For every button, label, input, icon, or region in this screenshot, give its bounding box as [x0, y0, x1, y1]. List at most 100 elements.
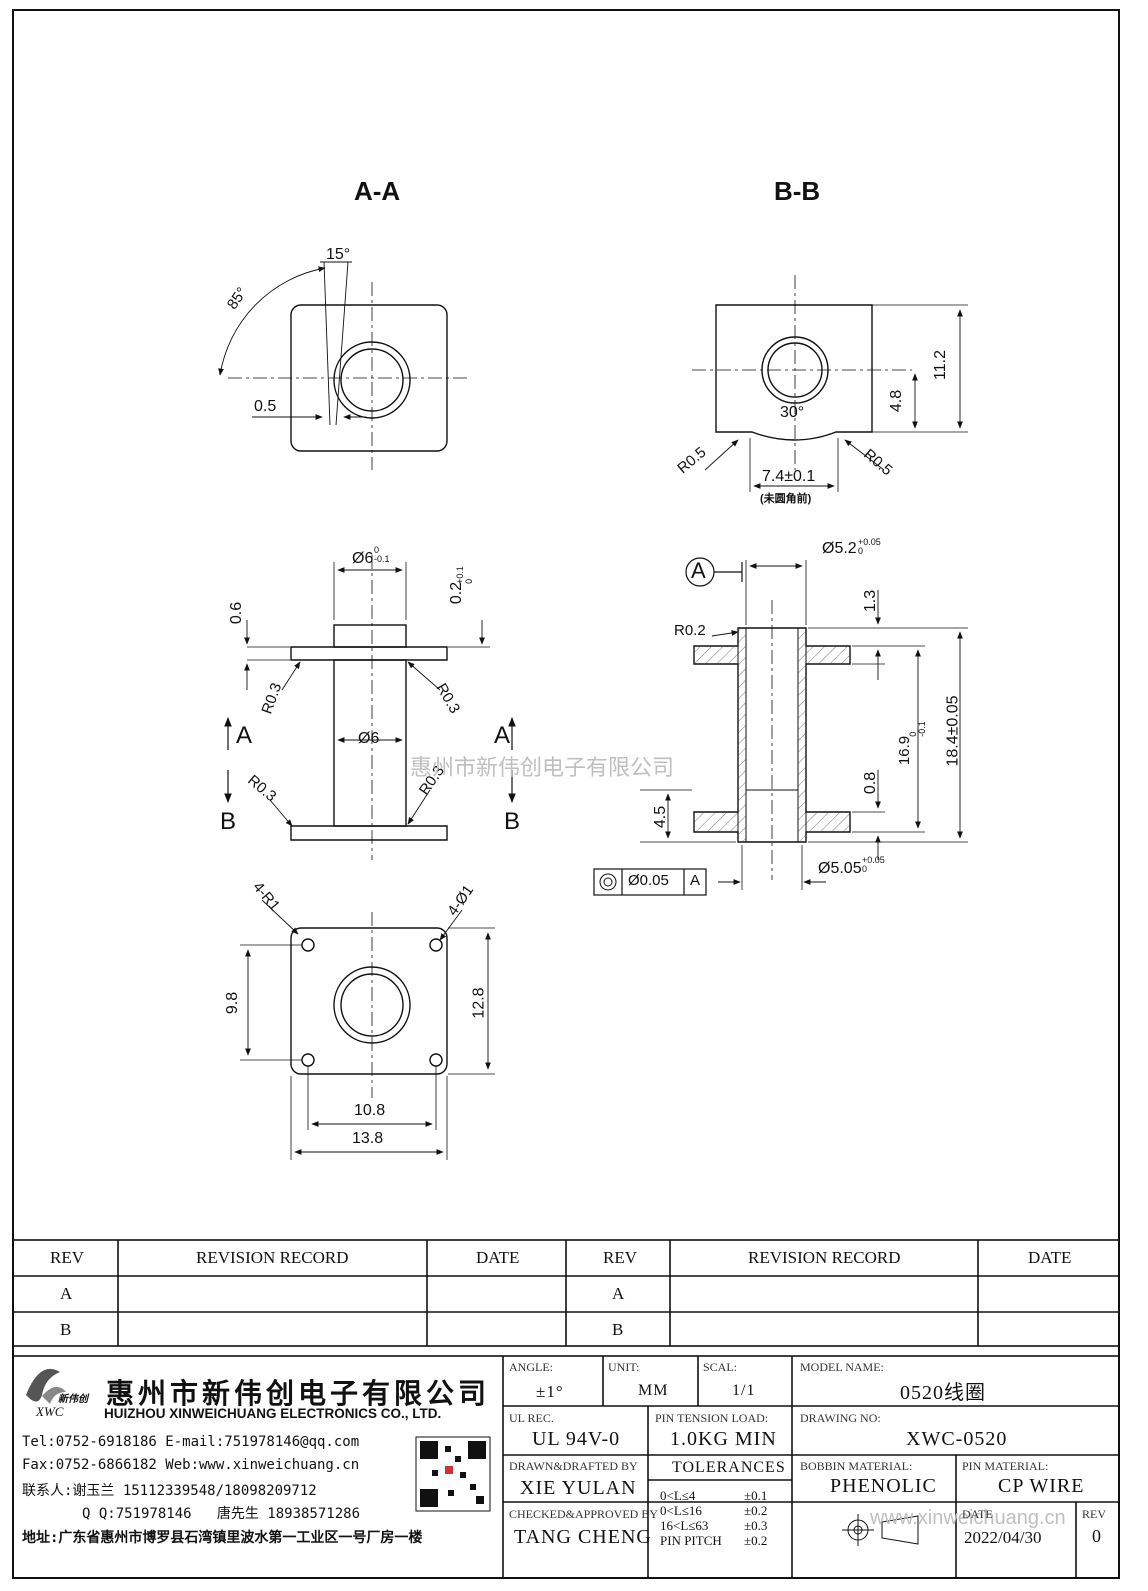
tol-range-2: 0<L≤16 — [660, 1503, 702, 1518]
date-header-1: DATE — [476, 1248, 520, 1267]
dim-dia-52-tolerance: +0.05 0 — [858, 537, 881, 556]
dim-height-13: 1.3 — [862, 589, 880, 613]
unit-value: MM — [638, 1382, 669, 1399]
ul-value: UL 94V-0 — [532, 1428, 621, 1450]
front-view — [224, 555, 516, 860]
company-qq: Q Q:751978146 唐先生 18938571286 — [82, 1506, 361, 1522]
dim-pitch-108: 10.8 — [354, 1102, 386, 1119]
dim-dia-505: Ø5.05 — [818, 860, 862, 877]
pin-material-value: CP WIRE — [998, 1475, 1085, 1497]
fcf-tolerance: Ø0.05 — [628, 872, 669, 889]
dim-width-138: 13.8 — [352, 1130, 384, 1147]
section-marker-a-right: A — [494, 722, 511, 749]
company-fax-web: Fax:0752-6866182 Web:www.xinweichuang.cn — [22, 1457, 360, 1473]
checked-by-label: CHECKED&APPROVED BY — [509, 1507, 659, 1521]
tol-value-1: ±0.1 — [744, 1488, 768, 1503]
title-block-grid — [12, 1355, 1120, 1579]
dim-height-184: 18.4±0.05 — [944, 695, 962, 767]
rev-row-a-right: A — [612, 1284, 625, 1303]
section-marker-a-left: A — [236, 722, 253, 749]
dim-angle-30: 30° — [780, 404, 805, 421]
watermark-center: 惠州市新伟创电子有限公司 — [410, 755, 675, 780]
dim-height-112: 11.2 — [931, 350, 949, 380]
dim-dia-52: Ø5.2 — [822, 540, 857, 557]
bb-top-view — [692, 275, 968, 492]
date-label: DATE — [962, 1507, 993, 1521]
tol-range-3: 16<L≤63 — [660, 1518, 709, 1533]
bobbin-material-value: PHENOLIC — [830, 1475, 937, 1497]
model-name-value: 0520线圈 — [900, 1382, 986, 1404]
drawing-no-value: XWC-0520 — [906, 1428, 1008, 1450]
section-view — [593, 557, 968, 896]
company-name-en: HUIZHOU XINWEICHUANG ELECTRONICS CO., LT… — [104, 1406, 442, 1421]
view-title-aa: A-A — [354, 176, 401, 206]
pin-tension-label: PIN TENSION LOAD: — [655, 1411, 769, 1425]
rev-row-a-left: A — [60, 1284, 73, 1303]
rev-label: REV — [1082, 1507, 1106, 1521]
revision-record-header-2: REVISION RECORD — [748, 1248, 901, 1267]
datum-label-a: A — [691, 558, 706, 583]
revision-table-grid — [12, 1239, 1120, 1347]
dim-dia-6-top-tolerance: 0 -0.1 — [374, 545, 390, 564]
tol-value-2: ±0.2 — [744, 1503, 768, 1518]
angle-label: ANGLE: — [509, 1360, 553, 1374]
tol-range-1: 0<L≤4 — [660, 1488, 696, 1503]
drawing-no-label: DRAWING NO: — [800, 1411, 881, 1425]
dim-dia-6-top: Ø6 — [352, 550, 374, 567]
section-marker-b-right: B — [504, 808, 521, 835]
model-name-label: MODEL NAME: — [800, 1360, 884, 1374]
bottom-view — [240, 899, 495, 1160]
checked-by-value: TANG CHENG — [514, 1526, 652, 1548]
company-logo-icon — [26, 1368, 66, 1404]
fcf-datum: A — [690, 872, 701, 889]
logo-name: 新伟创 — [58, 1394, 88, 1405]
tol-value-3: ±0.3 — [744, 1518, 768, 1533]
dim-height-06: 0.6 — [228, 601, 246, 625]
feature-control-frame — [593, 868, 707, 896]
rev-row-b-left: B — [60, 1320, 72, 1339]
company-contact: 联系人:谢玉兰 15112339548/18098209712 — [22, 1483, 317, 1499]
bobbin-material-label: BOBBIN MATERIAL: — [800, 1459, 913, 1473]
rev-header-2: REV — [603, 1248, 637, 1267]
scale-label: SCAL: — [703, 1360, 738, 1374]
date-header-2: DATE — [1028, 1248, 1072, 1267]
date-value: 2022/04/30 — [964, 1528, 1042, 1547]
dim-dia-6: Ø6 — [358, 730, 380, 747]
projection-symbol-icon — [842, 1514, 919, 1546]
section-marker-b-left: B — [220, 808, 237, 835]
scale-value: 1/1 — [732, 1382, 756, 1399]
dim-height-08: 0.8 — [862, 771, 880, 795]
dim-radius-02: R0.2 — [674, 622, 706, 639]
rev-row-b-right: B — [612, 1320, 624, 1339]
dim-dia-505-tolerance: +0.05 0 — [862, 855, 885, 874]
pin-material-label: PIN MATERIAL: — [962, 1459, 1049, 1473]
company-name-cn: 惠州市新伟创电子有限公司 — [106, 1378, 491, 1409]
rev-header-1: REV — [50, 1248, 84, 1267]
tol-range-4: PIN PITCH — [660, 1533, 722, 1548]
tolerances-title: TOLERANCES — [672, 1459, 786, 1476]
dim-width-74: 7.4±0.1 — [762, 468, 816, 485]
aa-top-view — [218, 261, 470, 470]
angle-value: ±1° — [536, 1382, 564, 1401]
logo-abbr: XWC — [36, 1404, 64, 1419]
dim-thickness-02-tolerance: +0.1 0 — [454, 566, 474, 584]
dim-pitch-98: 9.8 — [224, 991, 242, 1015]
dim-height-169: 16.9 — [896, 735, 914, 766]
unit-label: UNIT: — [608, 1360, 640, 1374]
pin-tension-value: 1.0KG MIN — [670, 1428, 777, 1450]
dim-note-before-rounding: (未圆角前) — [760, 493, 812, 505]
company-address: 地址:广东省惠州市博罗县石湾镇里波水第一工业区一号厂房一楼 — [22, 1530, 423, 1546]
dim-height-169-tolerance: 0 -0.1 — [907, 721, 927, 737]
dim-width-05: 0.5 — [254, 398, 277, 415]
revision-record-header-1: REVISION RECORD — [196, 1248, 349, 1267]
dim-height-45: 4.5 — [652, 805, 670, 829]
dim-height-128: 12.8 — [470, 987, 488, 1019]
drawn-by-label: DRAWN&DRAFTED BY — [509, 1459, 638, 1473]
ul-label: UL REC. — [509, 1411, 554, 1425]
rev-value: 0 — [1092, 1526, 1101, 1546]
view-title-bb: B-B — [774, 176, 821, 206]
company-tel-email: Tel:0752-6918186 E-mail:751978146@qq.com — [22, 1434, 360, 1450]
tol-value-4: ±0.2 — [744, 1533, 768, 1548]
dim-thickness-02: 0.2 — [448, 581, 466, 605]
